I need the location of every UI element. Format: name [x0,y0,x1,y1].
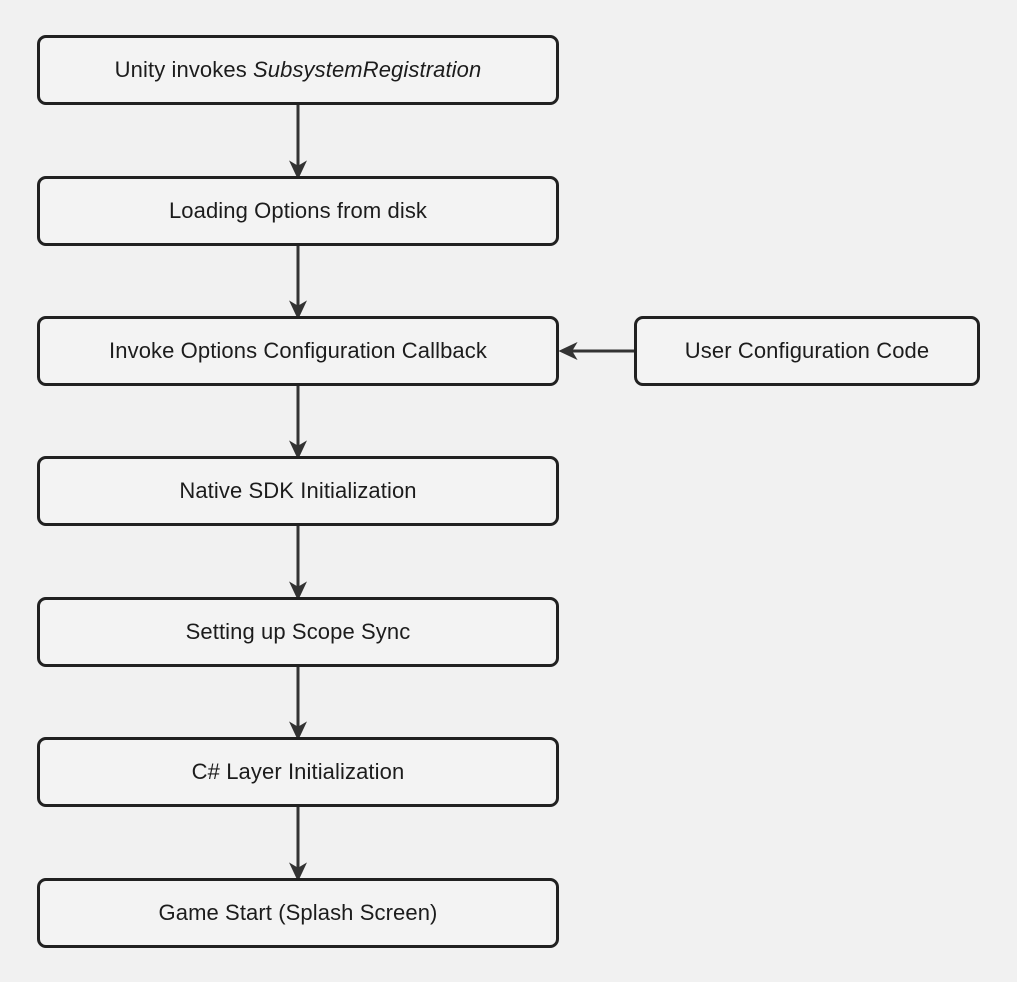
node-label: Loading Options from disk [168,197,428,223]
node-game-start-splash-screen[interactable]: Game Start (Splash Screen) [37,878,559,948]
node-label: Game Start (Splash Screen) [158,899,438,925]
node-label-emphasis: SubsystemRegistration [253,56,482,82]
node-setting-up-scope-sync[interactable]: Setting up Scope Sync [37,597,559,667]
node-native-sdk-initialization[interactable]: Native SDK Initialization [37,456,559,526]
node-label: C# Layer Initialization [191,758,405,784]
node-csharp-layer-initialization[interactable]: C# Layer Initialization [37,737,559,807]
node-user-configuration-code[interactable]: User Configuration Code [634,316,980,386]
node-label: Native SDK Initialization [179,477,417,503]
node-label: Unity invokes SubsystemRegistration [115,57,482,83]
node-label: Setting up Scope Sync [185,618,411,644]
node-invoke-options-configuration-callback[interactable]: Invoke Options Configuration Callback [37,316,559,386]
node-unity-invokes-subsystemregistration[interactable]: Unity invokes SubsystemRegistration [37,35,559,105]
node-label-prefix: Unity invokes [114,56,254,82]
node-label: User Configuration Code [684,337,930,363]
node-label: Invoke Options Configuration Callback [109,337,487,363]
node-loading-options-from-disk[interactable]: Loading Options from disk [37,176,559,246]
